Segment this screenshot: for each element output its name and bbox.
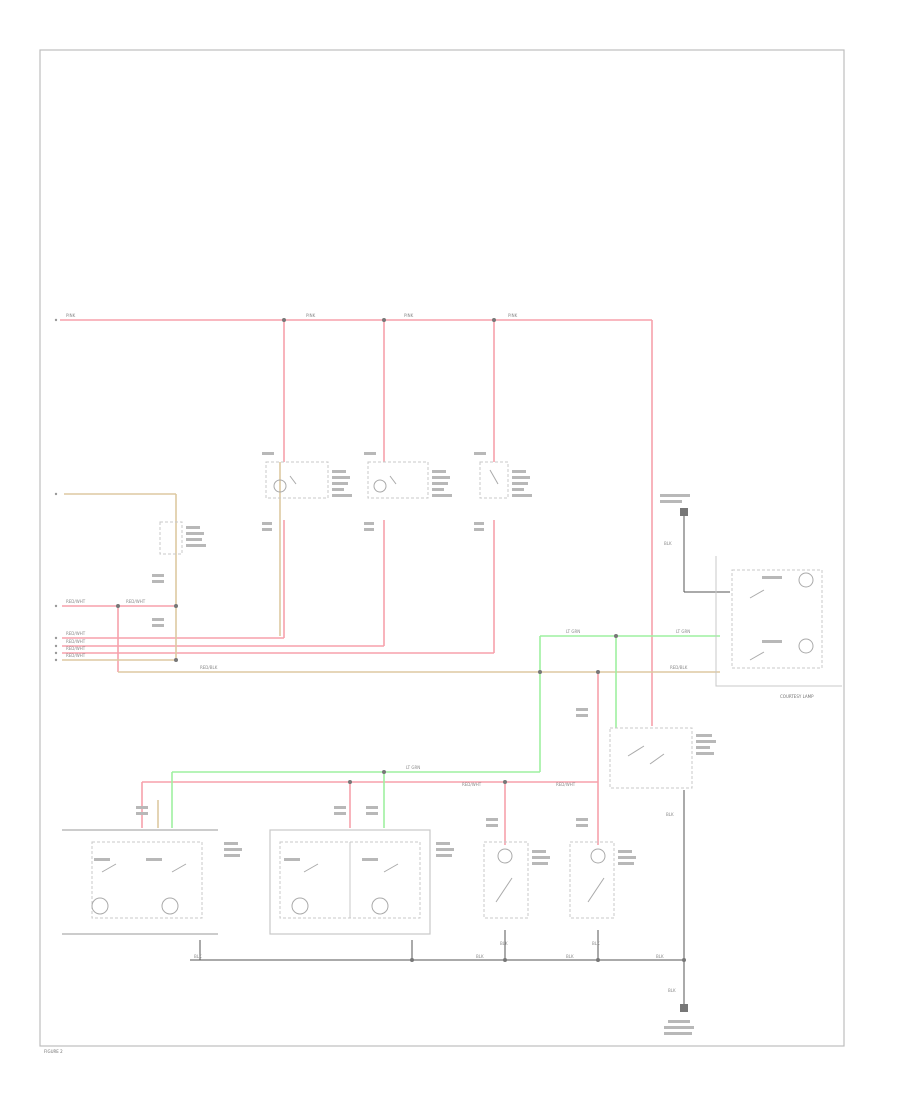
wire-labels: PINK PINK PINK PINK RED/WHT RED/WHT RED/… — [66, 313, 690, 993]
svg-text:RED/BLK: RED/BLK — [670, 665, 688, 670]
svg-text:PINK: PINK — [66, 313, 76, 318]
svg-text:RED/WHT: RED/WHT — [66, 646, 86, 651]
svg-text:LT GRN: LT GRN — [566, 629, 580, 634]
bulb-icon — [291, 897, 309, 915]
tan-wires — [62, 462, 720, 828]
upper-lamp-wire-tags — [262, 452, 486, 531]
svg-text:BLK: BLK — [664, 541, 672, 546]
bulb-icon — [91, 897, 109, 915]
svg-text:PINK: PINK — [306, 313, 316, 318]
svg-text:BLK: BLK — [194, 954, 202, 959]
svg-text:BLK: BLK — [500, 941, 508, 946]
svg-text:BLK: BLK — [668, 988, 676, 993]
svg-text:BLK: BLK — [566, 954, 574, 959]
figure-reference: FIGURE 2 — [44, 1049, 63, 1054]
splice-dot-icon — [116, 318, 686, 962]
svg-text:LT GRN: LT GRN — [676, 629, 690, 634]
bulb-icon — [798, 572, 814, 588]
bulb-icon — [371, 897, 389, 915]
bulb-icon — [373, 479, 387, 493]
ground-icon — [660, 494, 690, 516]
bulb-icon — [798, 638, 814, 654]
switch-icon — [303, 863, 319, 873]
svg-text:COURTESY LAMP: COURTESY LAMP — [780, 694, 814, 699]
svg-text:RED/WHT: RED/WHT — [66, 599, 86, 604]
switch-icon — [495, 877, 513, 903]
bulb-icon — [273, 479, 287, 493]
left-courtesy-lamp — [265, 461, 352, 499]
svg-text:RED/WHT: RED/WHT — [66, 631, 86, 636]
svg-text:RED/WHT: RED/WHT — [556, 782, 576, 787]
svg-text:BLK: BLK — [666, 812, 674, 817]
switch-icon — [587, 877, 605, 903]
svg-text:PINK: PINK — [404, 313, 414, 318]
ground-wires — [190, 512, 730, 1005]
svg-text:PINK: PINK — [508, 313, 518, 318]
diagram-frame — [39, 49, 845, 1047]
bulb-icon — [497, 848, 513, 864]
switch-icon — [649, 753, 665, 765]
right-courtesy-lamp — [367, 461, 452, 499]
bulb-icon — [161, 897, 179, 915]
switch-icon — [171, 863, 187, 873]
reading-lamp-group: COURTESY LAMP — [715, 556, 842, 699]
switch-icon — [101, 863, 117, 873]
svg-text:BLK: BLK — [476, 954, 484, 959]
svg-text:RED/WHT: RED/WHT — [462, 782, 482, 787]
svg-text:RED/WHT: RED/WHT — [66, 653, 86, 658]
right-vanity-lamp — [269, 806, 454, 935]
ground-icon — [664, 1004, 694, 1035]
svg-text:LT GRN: LT GRN — [406, 765, 420, 770]
connector-terminals — [54, 318, 58, 662]
bulb-icon — [590, 848, 606, 864]
pink-wires — [60, 319, 653, 845]
green-wires — [171, 635, 720, 828]
svg-text:BLK: BLK — [656, 954, 664, 959]
svg-text:RED/WHT: RED/WHT — [66, 639, 86, 644]
switch-icon — [749, 589, 765, 599]
trunk-lamp — [569, 818, 636, 919]
switch-icon — [383, 863, 399, 873]
svg-text:RED/WHT: RED/WHT — [126, 599, 146, 604]
svg-text:BLK: BLK — [592, 941, 600, 946]
door-switch-assembly — [576, 708, 716, 789]
svg-text:RED/BLK: RED/BLK — [200, 665, 218, 670]
left-vanity-lamp — [62, 806, 242, 935]
switch-icon — [749, 651, 765, 661]
cargo-lamp — [479, 461, 532, 499]
glove-box-lamp — [483, 818, 550, 919]
switch-icon — [627, 745, 645, 757]
lamp-control-module — [152, 521, 206, 627]
